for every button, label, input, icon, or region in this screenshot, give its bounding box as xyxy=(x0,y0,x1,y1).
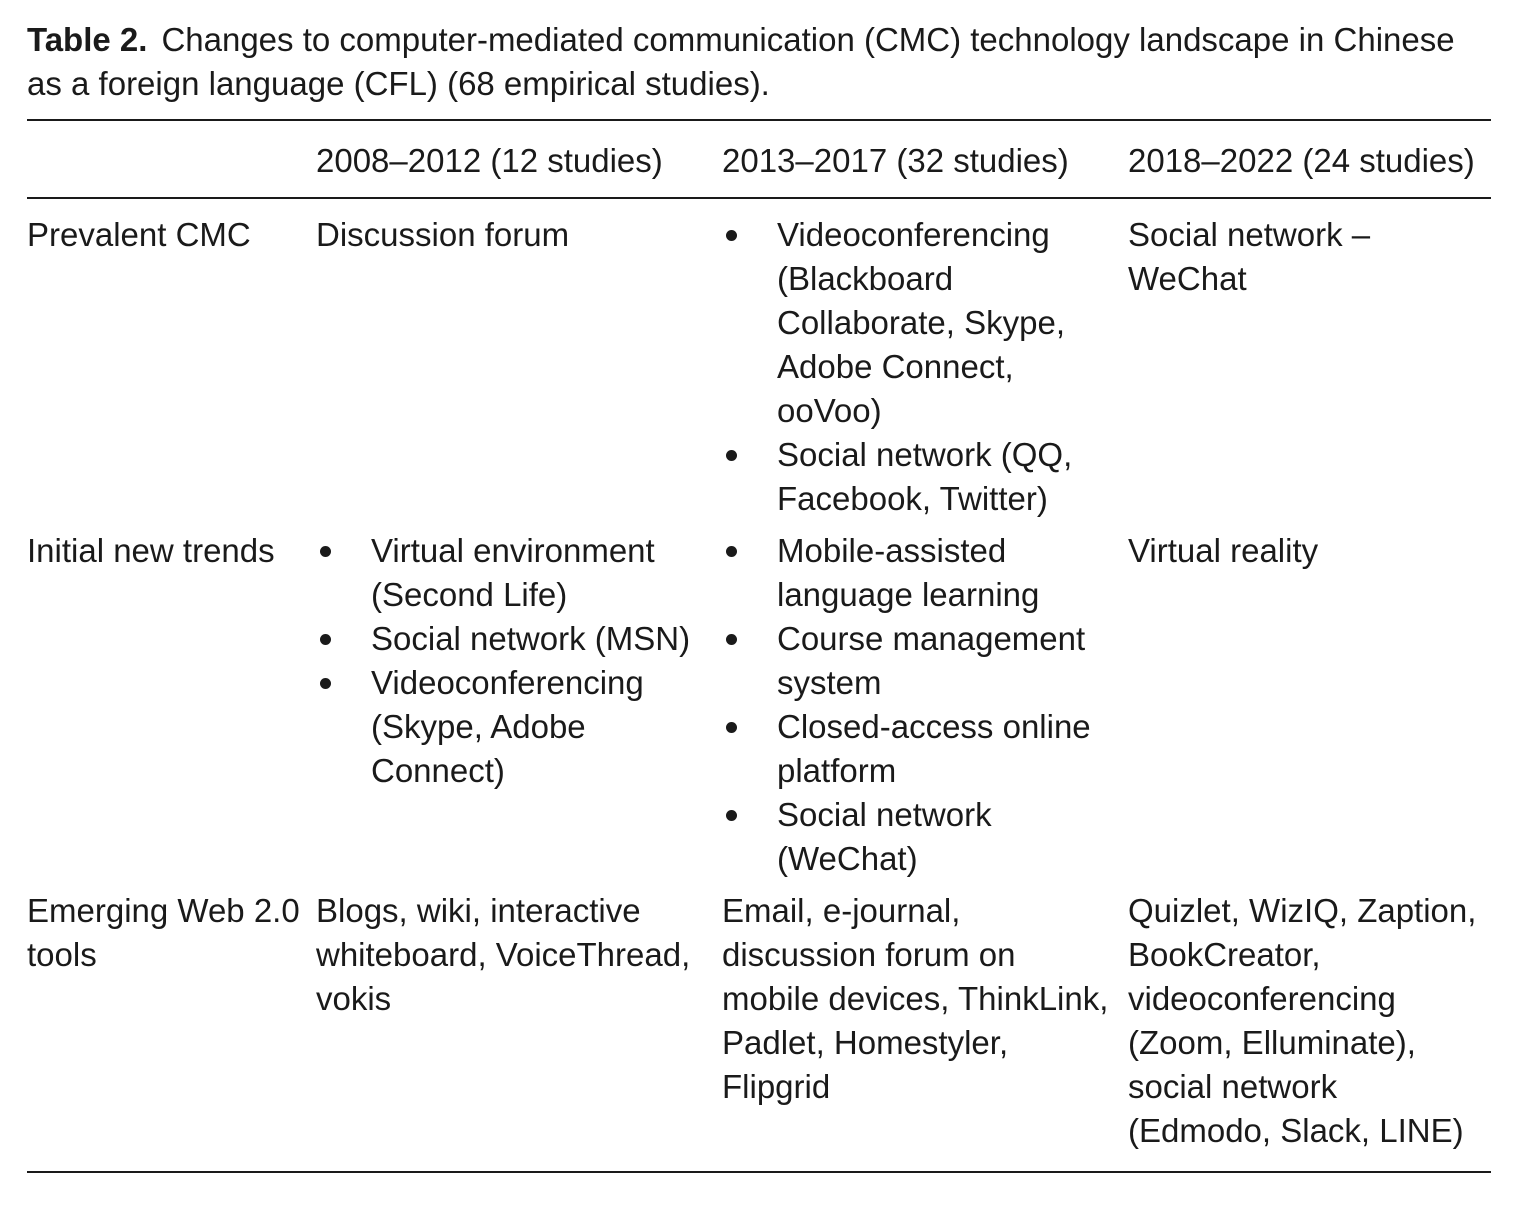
table-container: 2008–2012 (12 studies) 2013–2017 (32 stu… xyxy=(27,119,1491,1173)
bullet-list: Videoconferencing (Blackboard Collaborat… xyxy=(722,213,1128,521)
table-cell: Blogs, wiki, interactive whiteboard, Voi… xyxy=(316,881,722,1173)
table-header: 2008–2012 (12 studies) 2013–2017 (32 stu… xyxy=(27,119,1491,199)
header-cell-2013-2017: 2013–2017 (32 studies) xyxy=(722,119,1128,199)
table-cell: Quizlet, WizIQ, Zaption, BookCreator, vi… xyxy=(1128,881,1491,1173)
row-label-text: Emerging Web 2.0 tools xyxy=(27,892,300,973)
bullet-item: Closed-access online platform xyxy=(722,705,1128,793)
table-cell: Social network – WeChat xyxy=(1128,198,1491,521)
bullet-list: Mobile-assisted language learning Course… xyxy=(722,529,1128,881)
cell-text: Blogs, wiki, interactive whiteboard, Voi… xyxy=(316,892,691,1017)
bullet-item: Mobile-assisted language learning xyxy=(722,529,1128,617)
table-cell: Discussion forum xyxy=(316,198,722,521)
table-cell: Mobile-assisted language learning Course… xyxy=(722,521,1128,881)
bullet-item: Social network (MSN) xyxy=(316,617,722,661)
row-label: Prevalent CMC xyxy=(27,198,316,521)
table-cell: Virtual reality xyxy=(1128,521,1491,881)
header-cell-2018-2022: 2018–2022 (24 studies) xyxy=(1128,119,1491,199)
header-row: 2008–2012 (12 studies) 2013–2017 (32 stu… xyxy=(27,119,1491,199)
cell-text: Virtual reality xyxy=(1128,532,1319,569)
row-label-text: Initial new trends xyxy=(27,532,275,569)
bullet-item: Social network (WeChat) xyxy=(722,793,1128,881)
table-body: Prevalent CMC Discussion forum Videoconf… xyxy=(27,198,1491,1173)
bullet-list: Virtual environment (Second Life) Social… xyxy=(316,529,722,793)
row-label-text: Prevalent CMC xyxy=(27,216,251,253)
table-caption: Table 2.Changes to computer-mediated com… xyxy=(27,18,1487,106)
bullet-item: Videoconferencing (Blackboard Collaborat… xyxy=(722,213,1128,433)
row-label: Initial new trends xyxy=(27,521,316,881)
table-caption-text: Changes to computer-mediated communicati… xyxy=(27,21,1455,102)
bullet-item: Virtual environment (Second Life) xyxy=(316,529,722,617)
cell-text: Discussion forum xyxy=(316,216,570,253)
table-row: Prevalent CMC Discussion forum Videoconf… xyxy=(27,198,1491,521)
header-cell-2008-2012: 2008–2012 (12 studies) xyxy=(316,119,722,199)
table-caption-label: Table 2. xyxy=(27,21,148,58)
table-cell: Videoconferencing (Blackboard Collaborat… xyxy=(722,198,1128,521)
cell-text: Social network – WeChat xyxy=(1128,216,1371,297)
table-row: Initial new trends Virtual environment (… xyxy=(27,521,1491,881)
bullet-item: Course management system xyxy=(722,617,1128,705)
row-label: Emerging Web 2.0 tools xyxy=(27,881,316,1173)
bullet-item: Social network (QQ, Facebook, Twitter) xyxy=(722,433,1128,521)
cell-text: Email, e-journal, discussion forum on mo… xyxy=(722,892,1109,1105)
header-cell-empty xyxy=(27,119,316,199)
table-cell: Virtual environment (Second Life) Social… xyxy=(316,521,722,881)
cell-text: Quizlet, WizIQ, Zaption, BookCreator, vi… xyxy=(1128,892,1477,1149)
cmc-landscape-table: 2008–2012 (12 studies) 2013–2017 (32 stu… xyxy=(27,119,1491,1173)
bullet-item: Videoconferencing (Skype, Adobe Connect) xyxy=(316,661,722,793)
table-row: Emerging Web 2.0 tools Blogs, wiki, inte… xyxy=(27,881,1491,1173)
table-cell: Email, e-journal, discussion forum on mo… xyxy=(722,881,1128,1173)
